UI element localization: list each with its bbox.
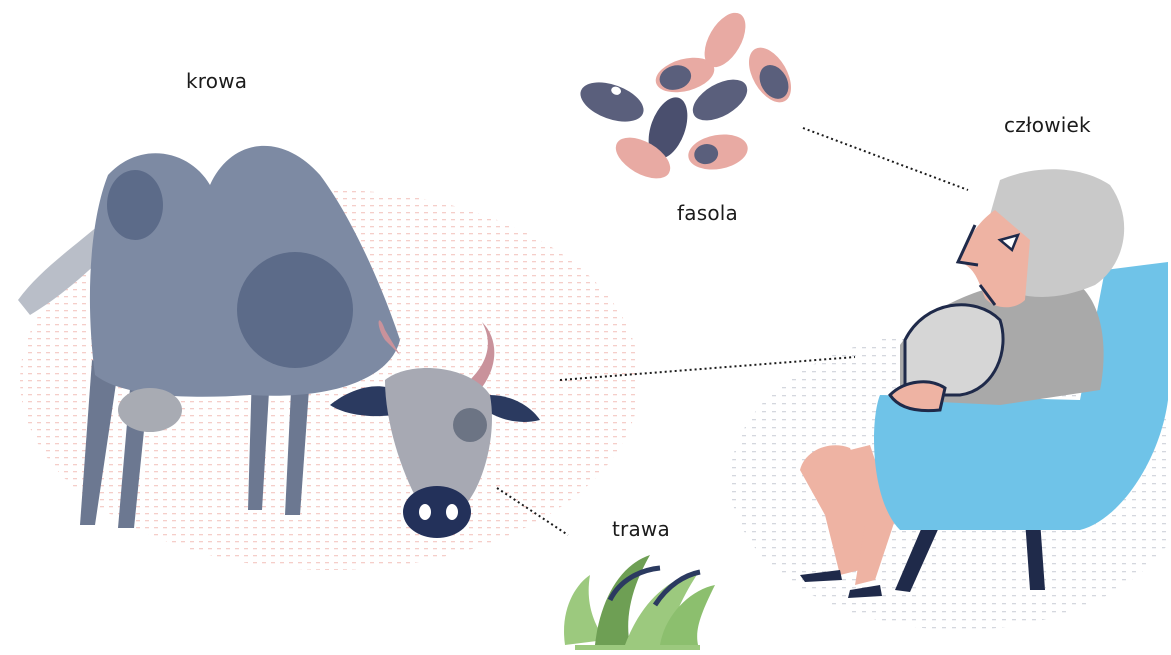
label-grass: trawa <box>612 517 670 541</box>
beans-icon <box>575 6 800 187</box>
label-cow: krowa <box>186 69 247 93</box>
grass-icon <box>564 555 715 650</box>
label-beans: fasola <box>677 201 738 225</box>
line-beans-human <box>803 128 968 190</box>
label-human: człowiek <box>1004 113 1091 137</box>
